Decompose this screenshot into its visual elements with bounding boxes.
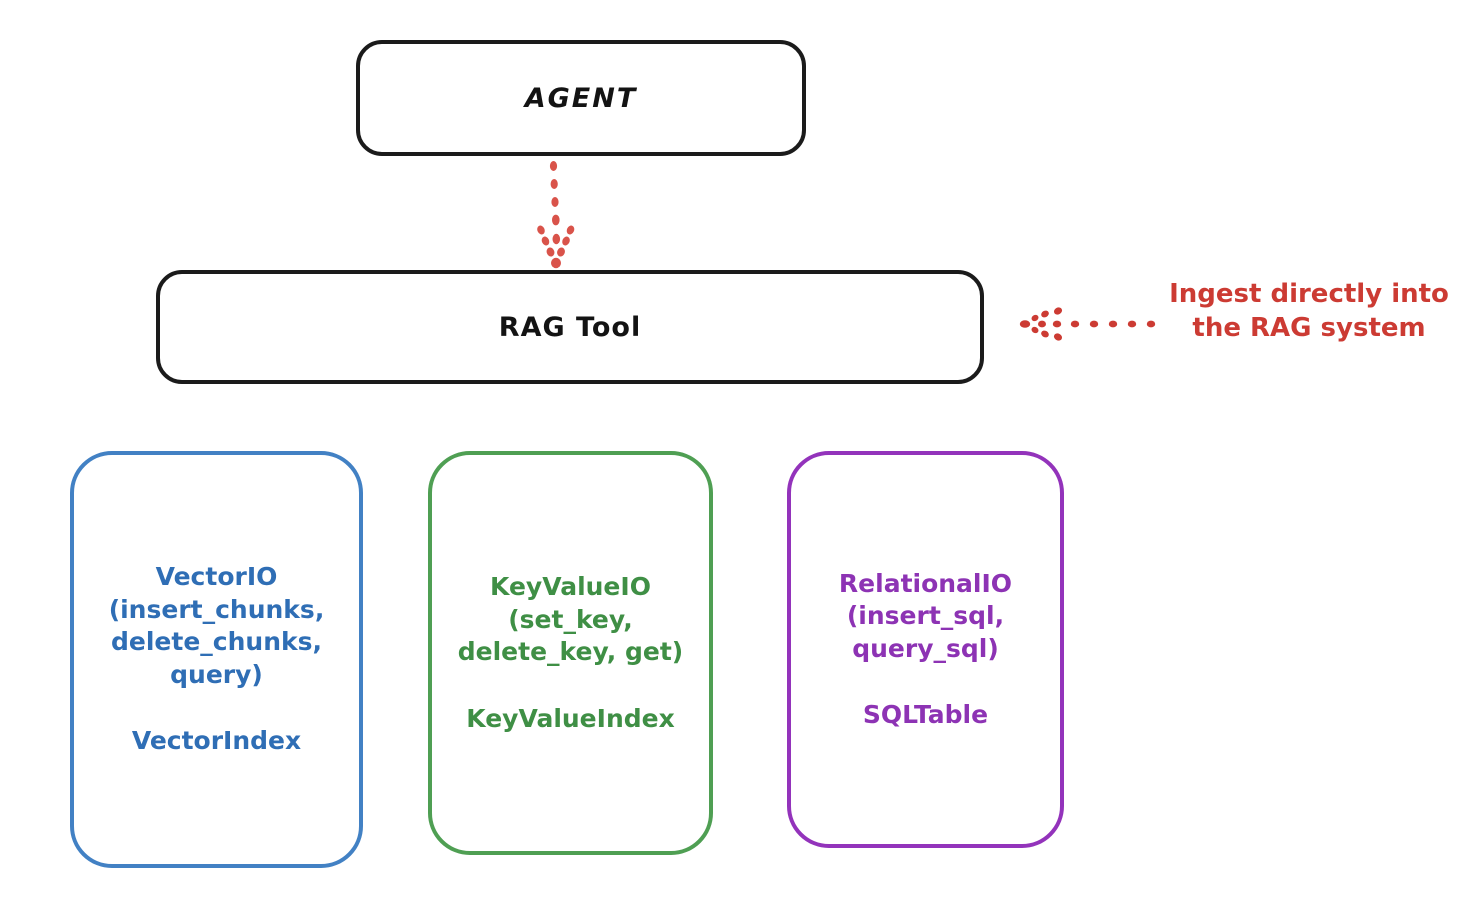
node-key-value-io-label: KeyValueIO (set_key, delete_key, get) — [457, 572, 684, 666]
connector-agent-to-rag-tool — [537, 161, 575, 269]
node-relational-io[interactable]: RelationalIO (insert_sql, query_sql) SQL… — [787, 451, 1064, 848]
connector-ingest-to-rag-tool — [1019, 307, 1156, 341]
node-relational-io-label: RelationalIO (insert_sql, query_sql) — [838, 568, 1013, 663]
node-vector-io[interactable]: VectorIO (insert_chunks, delete_chunks, … — [70, 451, 363, 868]
node-rag-tool[interactable]: RAG Tool — [156, 270, 984, 384]
node-rag-tool-label: RAG Tool — [498, 311, 642, 343]
node-key-value-io-sublabel: KeyValueIndex — [466, 703, 675, 733]
node-vector-io-sublabel: VectorIndex — [131, 726, 302, 756]
node-key-value-io[interactable]: KeyValueIO (set_key, delete_key, get) Ke… — [428, 451, 713, 855]
annotation-ingest: Ingest directly into the RAG system — [1169, 279, 1449, 343]
node-vector-io-label: VectorIO (insert_chunks, delete_chunks, … — [108, 562, 325, 689]
node-agent-label: AGENT — [524, 82, 638, 114]
node-agent[interactable]: AGENT — [356, 40, 806, 156]
node-relational-io-sublabel: SQLTable — [862, 700, 989, 729]
